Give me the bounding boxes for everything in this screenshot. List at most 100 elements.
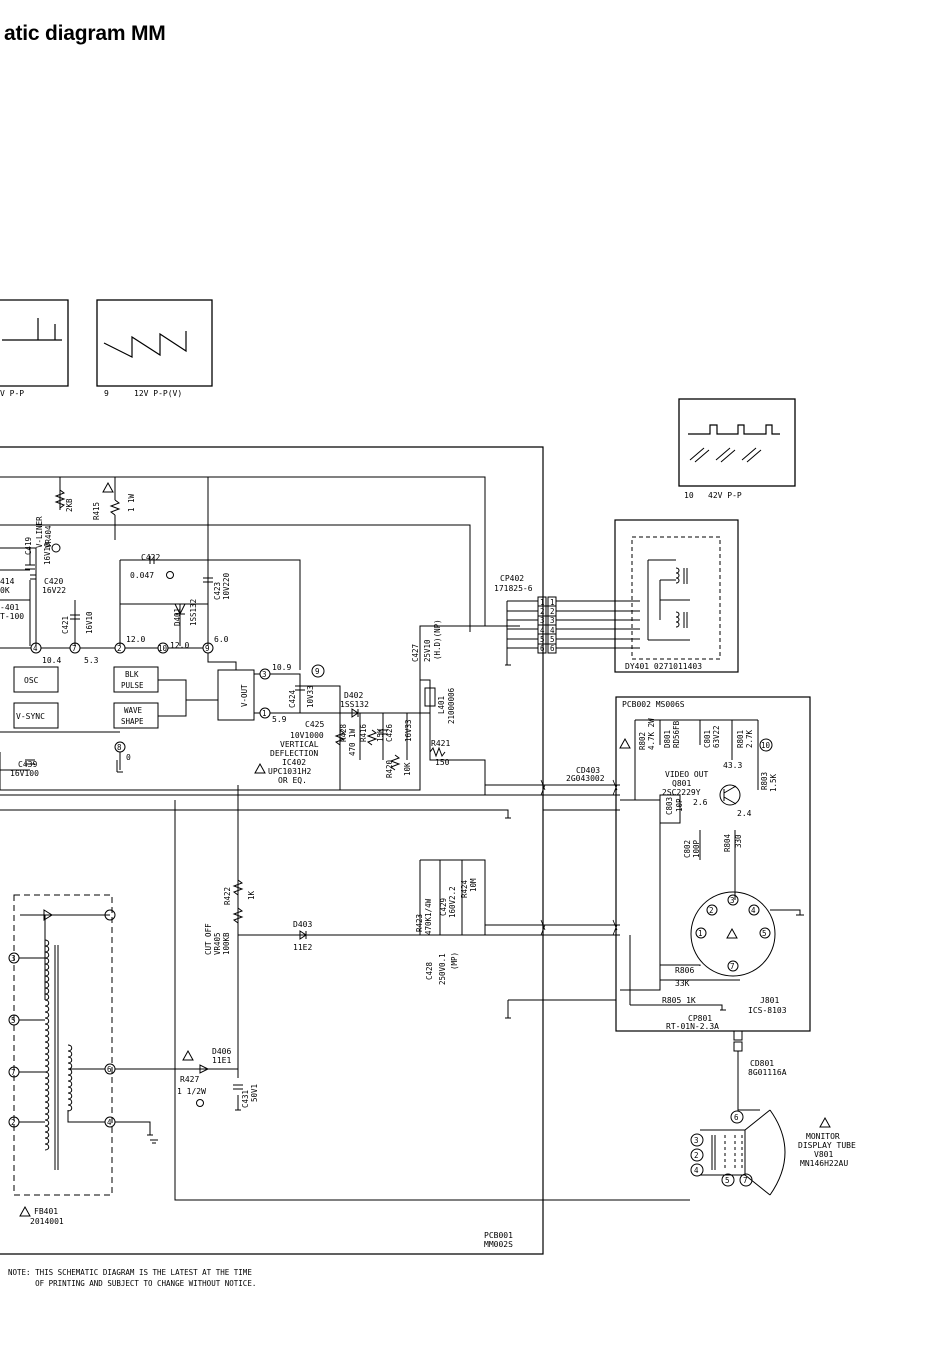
svg-text:15K: 15K — [376, 728, 385, 742]
svg-text:D403: D403 — [293, 920, 312, 929]
svg-text:CP801: CP801 — [688, 1014, 712, 1023]
svg-text:7: 7 — [11, 1068, 16, 1077]
svg-text:C426: C426 — [385, 723, 394, 742]
r415: R415 1 1W — [92, 481, 136, 520]
svg-text:VIDEO OUT: VIDEO OUT — [665, 770, 709, 779]
svg-text:63V22: 63V22 — [712, 725, 721, 748]
svg-text:3: 3 — [540, 616, 545, 625]
svg-text:C431: C431 — [241, 1090, 250, 1108]
svg-text:V-LINER: V-LINER — [35, 516, 44, 548]
c422: C422 0.047 — [130, 553, 174, 580]
svg-text:8: 8 — [117, 743, 122, 752]
d401: D401 1SS132 — [173, 599, 198, 626]
svg-text:4: 4 — [694, 1166, 699, 1175]
svg-text:C803: C803 — [665, 797, 674, 815]
svg-text:5: 5 — [550, 635, 555, 644]
cd403-label-1: CD403 — [576, 766, 600, 775]
svg-text:C423: C423 — [213, 582, 222, 600]
svg-text:C421: C421 — [61, 616, 70, 634]
svg-text:1SS132: 1SS132 — [189, 599, 198, 626]
c428-label-2: 250V0.1 — [438, 953, 447, 985]
svg-text:8G01116A: 8G01116A — [748, 1068, 787, 1077]
svg-text:1 1W: 1 1W — [127, 493, 136, 512]
svg-text:150: 150 — [435, 758, 450, 767]
svg-text:CD801: CD801 — [750, 1059, 774, 1068]
svg-text:2: 2 — [540, 607, 545, 616]
pin7-voltage: 5.3 — [84, 656, 99, 665]
svg-text:6: 6 — [550, 644, 555, 653]
wave-shape-label-2: SHAPE — [121, 717, 144, 726]
monitor-display-tube: 6 3 2 4 5 7 MONITOR DISPLAY TUBE V801 MN… — [690, 1109, 856, 1196]
svg-text:43.3: 43.3 — [723, 761, 742, 770]
svg-text:C801: C801 — [703, 730, 712, 748]
svg-text:5: 5 — [540, 635, 545, 644]
c424: C424 10V33 9 — [288, 664, 325, 708]
c428-label-3: (MP) — [450, 952, 459, 970]
r424-label-1: R424 — [460, 879, 469, 898]
c426: C426 16V33 — [378, 719, 413, 742]
svg-text:C424: C424 — [288, 689, 297, 708]
svg-text:1 1/2W: 1 1/2W — [177, 1087, 206, 1096]
svg-text:Q801: Q801 — [672, 779, 691, 788]
svg-text:2: 2 — [550, 607, 555, 616]
svg-text:33K: 33K — [675, 979, 690, 988]
svg-text:7: 7 — [72, 644, 77, 653]
waveform-9-caption: 12V P-P(V) — [134, 389, 182, 398]
pcb8001-label-2: MM002S — [484, 1240, 513, 1249]
svg-text:171825-6: 171825-6 — [494, 584, 533, 593]
svg-text:4: 4 — [540, 626, 545, 635]
svg-text:2: 2 — [117, 644, 122, 653]
svg-text:R427: R427 — [180, 1075, 199, 1084]
c419: C419 16V10 — [24, 537, 61, 570]
svg-text:V801: V801 — [814, 1150, 833, 1159]
svg-text:10: 10 — [761, 741, 771, 750]
wave-shape-label-1: WAVE — [124, 706, 143, 715]
svg-text:1: 1 — [550, 598, 555, 607]
svg-text:RT-01N-2.3A: RT-01N-2.3A — [666, 1022, 719, 1031]
svg-text:R415: R415 — [92, 502, 101, 520]
waveform-10-caption: 42V P-P — [708, 491, 742, 500]
svg-text:6: 6 — [107, 1065, 112, 1074]
svg-text:D401: D401 — [173, 608, 182, 626]
vr404: V-LINER VR404 2KB — [35, 489, 74, 548]
pin2-voltage: 12.0 — [126, 635, 145, 644]
svg-text:5: 5 — [11, 1016, 16, 1025]
svg-text:6: 6 — [734, 1113, 739, 1122]
svg-text:10P: 10P — [675, 798, 684, 812]
waveform-8: V P-P — [0, 299, 69, 398]
pin1-voltage: 5.9 — [272, 715, 287, 724]
svg-text:C420: C420 — [44, 577, 63, 586]
svg-text:16V10: 16V10 — [85, 611, 94, 634]
osc-block-label: OSC — [24, 676, 39, 685]
d403: D403 11E2 — [293, 920, 312, 952]
svg-text:(H.D)(NP): (H.D)(NP) — [433, 619, 442, 660]
r424-label-2: 10M — [469, 878, 478, 892]
v-out-block-label: V-OUT — [240, 684, 249, 707]
waveform-9: 9 12V P-P(V) — [96, 299, 213, 398]
pin10-voltage: 12.0 — [170, 641, 189, 650]
svg-text:10: 10 — [158, 644, 168, 653]
svg-text:C419: C419 — [24, 537, 33, 555]
svg-text:MONITOR: MONITOR — [806, 1132, 840, 1141]
svg-text:D406: D406 — [212, 1047, 231, 1056]
waveform-9-number: 9 — [104, 389, 109, 398]
fb401: 3 5 7 2 6 4 FB401 2014001 — [8, 894, 180, 1226]
svg-text:IC402: IC402 — [282, 758, 306, 767]
svg-text:FB401: FB401 — [34, 1207, 58, 1216]
d402: D402 1SS132 — [340, 691, 369, 718]
svg-text:3: 3 — [694, 1136, 699, 1145]
svg-text:330: 330 — [734, 834, 743, 848]
svg-text:0.047: 0.047 — [130, 571, 154, 580]
svg-text:UPC1031H2: UPC1031H2 — [268, 767, 312, 776]
svg-text:10V220: 10V220 — [222, 572, 231, 600]
svg-text:MN146H22AU: MN146H22AU — [800, 1159, 848, 1168]
svg-text:4.7K 2W: 4.7K 2W — [647, 718, 656, 750]
pin9-voltage: 6.0 — [214, 635, 229, 644]
svg-text:ICS-8103: ICS-8103 — [748, 1006, 787, 1015]
dy401: DY401 0271011403 — [614, 519, 739, 673]
r420: R420 10K — [385, 754, 412, 778]
svg-text:11E2: 11E2 — [293, 943, 312, 952]
svg-text:2KB: 2KB — [65, 498, 74, 512]
